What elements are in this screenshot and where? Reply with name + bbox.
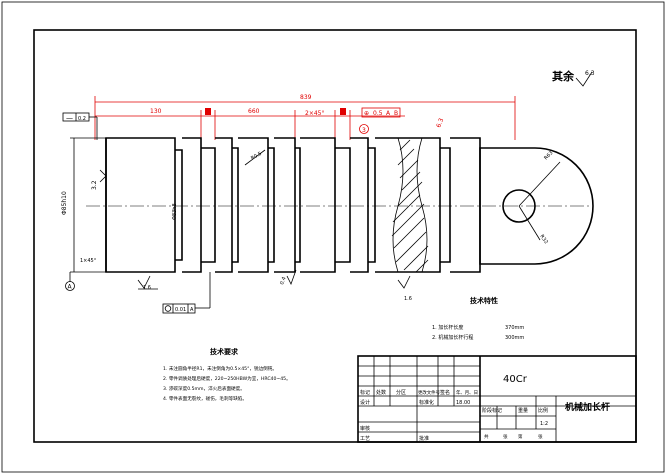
title-block [357, 355, 637, 443]
datum-callout-left: — [66, 114, 73, 122]
tb-approve: 批准 [419, 435, 429, 442]
tb-review: 审核 [360, 425, 370, 432]
tech-note-line3: 3. 渗碳深度0.5mm，淬火后表面硬度。 [163, 385, 245, 392]
dim-seg2-box [205, 108, 211, 115]
tb-design: 设计 [360, 399, 370, 406]
tb-stage: 阶段标记 [482, 407, 502, 414]
dim-radius-right: R32 [538, 234, 549, 246]
dim-dia-left: Φ85h10 [61, 191, 68, 215]
tb-nth: 第 [518, 433, 523, 440]
tb-scale: 1:2 [540, 421, 548, 427]
tb-mark: 标记 [360, 389, 370, 396]
position-tolerance-frame [361, 107, 401, 118]
tech-spec-row2-key: 2. 机械加长杆行程 [432, 334, 473, 341]
tb-material: 40Cr [503, 374, 528, 385]
rough-groove: 0.4 [279, 276, 287, 286]
datum-a-label: A [68, 284, 73, 291]
tb-ratio-label: 比例 [538, 407, 548, 414]
datum-a-marker [65, 281, 75, 291]
tech-note-title: 技术要求 [210, 347, 239, 356]
tech-spec-row1-val: 370mm [505, 325, 524, 331]
dim-dia-mid: Φ83h8 [172, 203, 178, 220]
tb-date: 年、月、日 [456, 389, 478, 396]
dim-right-red: 6.3 [435, 117, 445, 129]
inner-frame [33, 29, 637, 443]
tb-weight: 重量 [518, 407, 528, 414]
tb-count: 处数 [376, 389, 386, 396]
rough-bottom-right: 1.6 [404, 296, 412, 302]
rough-left: 3.2 [91, 180, 98, 190]
tb-change: 更改文件号 [418, 389, 441, 396]
tb-sheets2: 张 [538, 433, 543, 440]
tech-spec-title: 技术特性 [470, 296, 498, 305]
circularity-callout [162, 303, 196, 314]
tb-ratio: 18.00 [456, 400, 470, 406]
tb-zone: 分区 [396, 389, 406, 396]
tech-note-line4: 4. 零件表面无裂纹，碰伤，毛刺等缺陷。 [163, 395, 247, 402]
dim-seg3: 660 [248, 108, 260, 115]
position-tol-ref1: A [386, 110, 391, 117]
rough-bottom-left: 1.6 [143, 285, 151, 291]
position-tol-ref2: B [394, 110, 398, 117]
lug-hole [502, 189, 536, 223]
dim-radius-big: R63 [543, 150, 554, 161]
balloon-3 [359, 124, 369, 134]
tb-part-name: 机械加长杆 [565, 401, 610, 413]
dim-total: 839 [300, 94, 312, 101]
datum-callout-value: 0.2 [78, 116, 86, 122]
tech-note-line1: 1. 未注圆角半径R1，未注倒角为0.5×45°，锐边倒钝。 [163, 365, 277, 372]
tb-sheets1: 张 [503, 433, 508, 440]
section-hatch [391, 137, 429, 273]
dim-chamfer: 2×45° [305, 110, 324, 117]
circularity-value: 0.01 [175, 307, 186, 313]
tb-total: 共 [484, 433, 489, 440]
tb-std: 标准化 [419, 399, 434, 406]
roughness-other-label: 其余 [552, 69, 575, 83]
dim-seg5-box [340, 108, 346, 115]
roughness-symbol [575, 71, 593, 87]
roughness-other-value: 6.3 [585, 70, 595, 77]
tb-sign: 签名 [440, 389, 450, 396]
balloon-3-num: 3 [362, 127, 366, 134]
dim-seg1: 130 [150, 108, 162, 115]
tb-craft: 工艺 [360, 436, 370, 442]
tech-note-line2: 2. 零件调质处理后硬度，220~250HBW为宜，HRC40~45。 [163, 375, 291, 382]
svg-text:⊕: ⊕ [364, 110, 369, 117]
position-tol-value: 0.5 [373, 110, 383, 117]
shaft-body [105, 137, 594, 273]
tech-spec-row1-key: 1. 加长杆长度 [432, 324, 463, 331]
dim-angle-left: 1×45° [80, 258, 97, 264]
tech-spec-row2-val: 300mm [505, 335, 524, 341]
circularity-ref: A [190, 307, 194, 313]
